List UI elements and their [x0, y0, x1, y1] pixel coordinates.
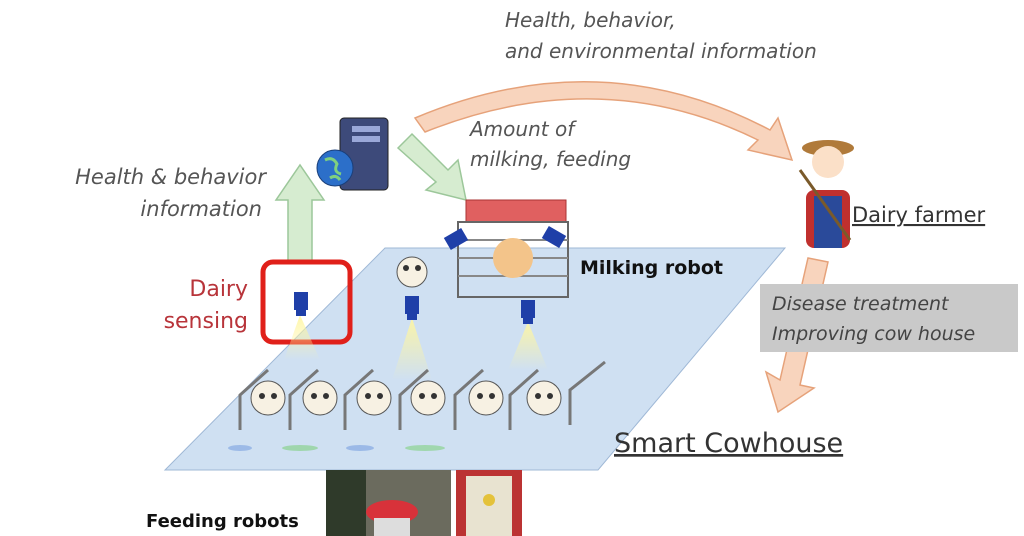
info-to-farmer-arrow: [413, 81, 794, 162]
server-to-milking-arrow: [396, 132, 467, 202]
health-label-line2: information: [140, 197, 262, 221]
dairy-sensing-label-line1: Dairy: [189, 277, 248, 302]
feeding-robot-photo-1: [326, 470, 451, 536]
health-label-line1: Health & behavior: [75, 165, 267, 189]
top-info-label-line1: Health, behavior,: [505, 8, 676, 32]
treatment-box: [760, 284, 1018, 352]
amount-label-line1: Amount of: [468, 117, 577, 141]
smart-cowhouse-title: Smart Cowhouse: [614, 428, 843, 459]
feeding-robots-label: Feeding robots: [146, 511, 299, 532]
top-info-label-line2: and environmental information: [505, 39, 817, 63]
sensor-cameras: [284, 292, 548, 380]
cow-icon: [396, 256, 428, 288]
milking-robot-illustration: [443, 199, 569, 298]
sensing-to-server-arrow: [274, 163, 326, 263]
feeding-robot-photo-2: [456, 470, 522, 536]
dairy-farmer-icon: [798, 140, 854, 248]
treatment-label-line1: Disease treatment: [772, 293, 950, 315]
dairy-farmer-label: Dairy farmer: [852, 203, 986, 227]
server-icon: [316, 117, 389, 191]
dairy-sensing-label-line2: sensing: [164, 309, 248, 334]
cow-stalls: [228, 360, 606, 451]
milking-robot-label: Milking robot: [580, 257, 723, 279]
amount-label-line2: milking, feeding: [470, 147, 631, 171]
treatment-label-line2: Improving cow house: [772, 323, 975, 345]
